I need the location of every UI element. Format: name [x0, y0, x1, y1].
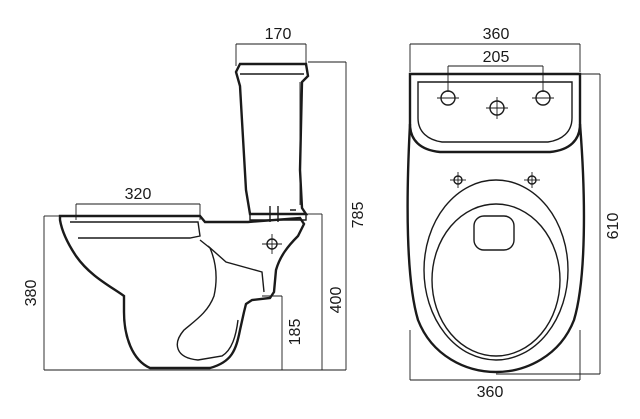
dimension-overall-height: 785: [272, 61, 367, 371]
seat-length-label: 320: [125, 186, 152, 203]
dimension-seat-length: 320: [75, 186, 201, 220]
top-tank-inner: [417, 81, 573, 143]
base-width-label: 360: [477, 384, 504, 401]
dimension-bowl-height-front: 380: [23, 215, 272, 371]
top-view: 360 205 610 360: [406, 26, 622, 401]
bowl-height-front-label: 380: [23, 280, 40, 307]
top-water-outlet: [473, 215, 515, 251]
overall-width-label: 360: [483, 26, 510, 43]
side-view: 170 320 380 785 400: [23, 26, 367, 371]
fixing-hole-spacing-label: 205: [483, 49, 510, 66]
dimension-fixing-hole-spacing: 205: [447, 49, 544, 92]
outlet-height-label: 185: [287, 319, 304, 346]
dimension-overall-width: 360: [409, 26, 581, 72]
rim-height-label: 400: [328, 287, 345, 314]
top-bowl-outline: [406, 123, 586, 374]
trap-inner: [176, 239, 239, 361]
dimension-base-width: 360: [409, 330, 581, 401]
rim-inner-line: [70, 221, 201, 239]
tank-depth-label: 170: [265, 26, 292, 43]
overall-height-label: 785: [350, 202, 367, 229]
bowl-outline: [58, 214, 306, 370]
trap-outer: [207, 245, 265, 293]
cistern-outline: [234, 62, 310, 216]
dimension-rim-height: 400: [306, 213, 345, 370]
top-seat-outline: [423, 179, 569, 361]
dimension-outlet-height: 185: [262, 295, 304, 370]
dimension-overall-length: 610: [496, 73, 622, 375]
overall-length-label: 610: [605, 213, 622, 240]
dimension-tank-depth: 170: [235, 26, 307, 66]
top-bowl-opening: [431, 203, 561, 357]
